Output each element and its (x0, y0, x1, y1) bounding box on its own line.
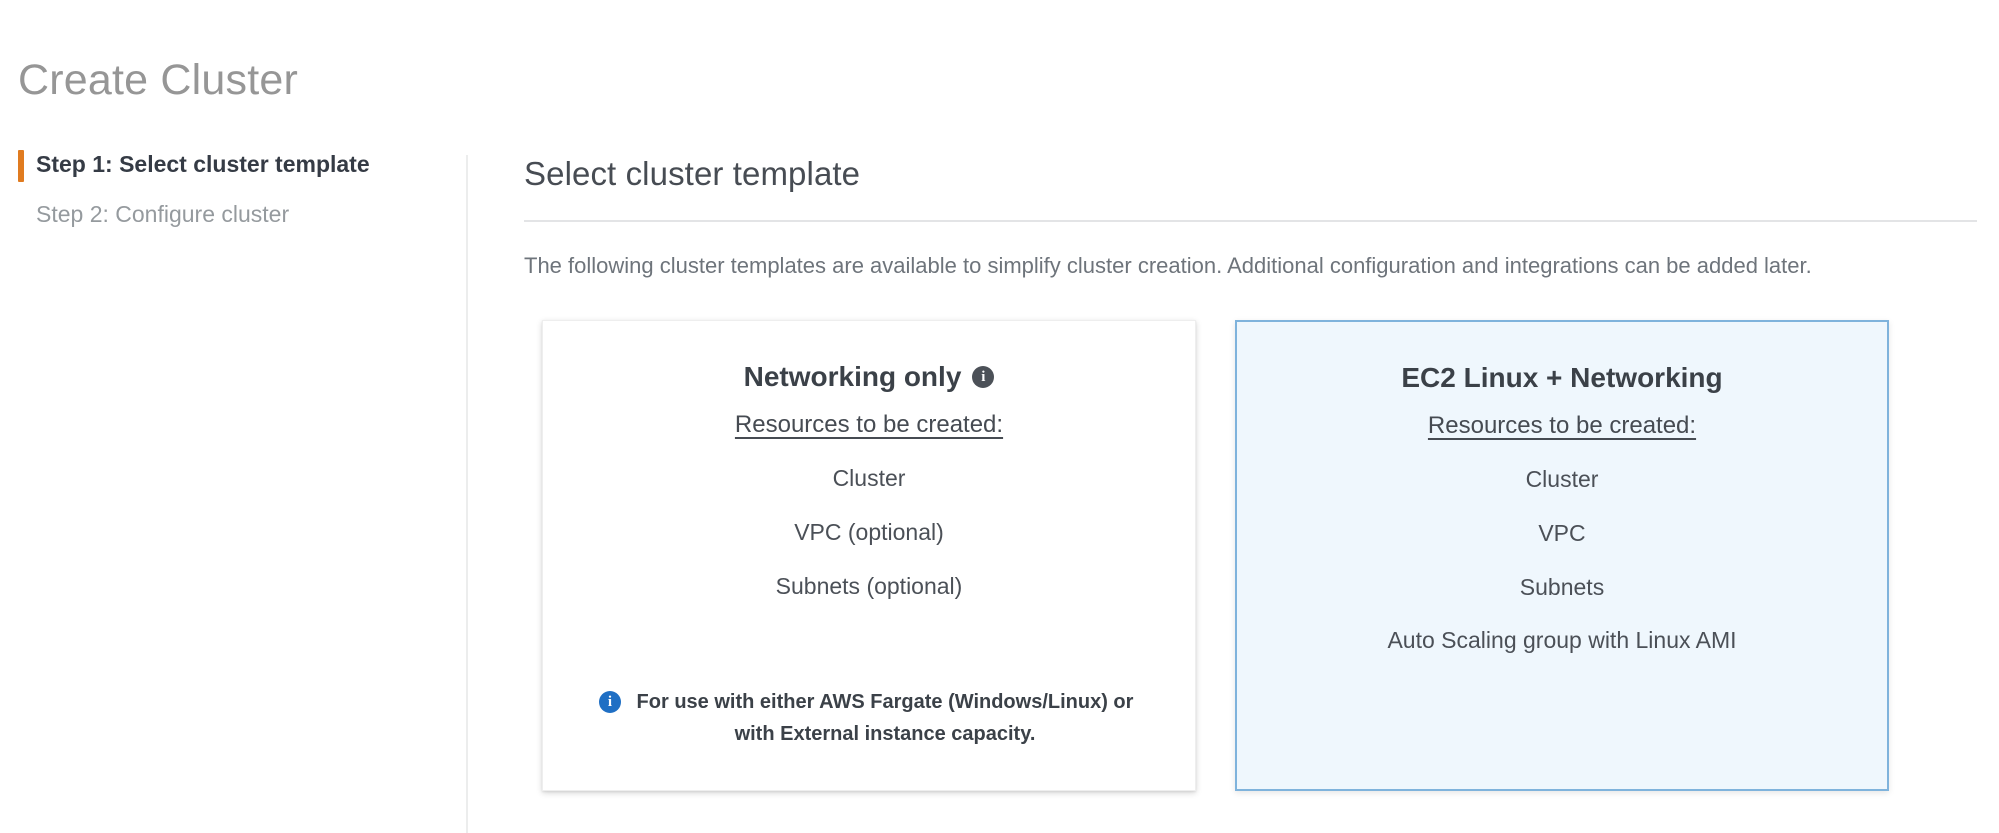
sidebar-divider (466, 155, 468, 833)
template-card-footnote-text: For use with either AWS Fargate (Windows… (636, 691, 1134, 746)
page-title: Create Cluster (18, 55, 299, 104)
active-step-marker (18, 150, 24, 182)
template-card-list: Networking only i Resources to be create… (524, 320, 1977, 792)
section-heading: Select cluster template (524, 155, 861, 192)
sidebar-step-select-cluster-template[interactable]: Step 1: Select cluster template (0, 148, 467, 182)
wizard-steps-sidebar: Step 1: Select cluster template Step 2: … (0, 148, 468, 833)
resource-list: Cluster VPC Subnets Auto Scaling group w… (1267, 440, 1857, 654)
template-card-networking-only-title: Networking only i (744, 355, 995, 398)
sidebar-step-2-label: Step 2: Configure cluster (36, 201, 290, 227)
sidebar-step-configure-cluster[interactable]: Step 2: Configure cluster (0, 198, 467, 232)
main-content: Select cluster template The following cl… (467, 148, 1999, 833)
resource-item: Auto Scaling group with Linux AMI (1387, 627, 1737, 654)
template-card-networking-only[interactable]: Networking only i Resources to be create… (542, 320, 1196, 792)
resource-item: Subnets (1519, 573, 1605, 600)
resource-item: Cluster (832, 465, 906, 492)
template-card-networking-only-title-text: Networking only (743, 361, 962, 393)
section-divider (524, 220, 1977, 223)
template-card-footnote: i For use with either AWS Fargate (Windo… (599, 686, 1139, 750)
resource-item: Cluster (1525, 466, 1599, 493)
info-icon[interactable]: i (972, 365, 995, 388)
template-card-ec2-linux-networking-title: EC2 Linux + Networking (1401, 362, 1723, 394)
section-description: The following cluster templates are avai… (524, 253, 1812, 279)
resource-list: Cluster VPC (optional) Subnets (optional… (573, 439, 1165, 600)
info-icon: i (599, 691, 621, 714)
sidebar-step-1-label: Step 1: Select cluster template (36, 151, 370, 177)
resources-heading: Resources to be created: (1427, 412, 1697, 440)
template-card-ec2-linux-networking[interactable]: EC2 Linux + Networking Resources to be c… (1235, 320, 1889, 792)
resources-heading: Resources to be created: (734, 411, 1004, 439)
resource-item: Subnets (optional) (775, 572, 963, 599)
wizard-container: Step 1: Select cluster template Step 2: … (0, 148, 1999, 833)
resource-item: VPC (1538, 519, 1586, 546)
resource-item: VPC (optional) (794, 518, 944, 545)
